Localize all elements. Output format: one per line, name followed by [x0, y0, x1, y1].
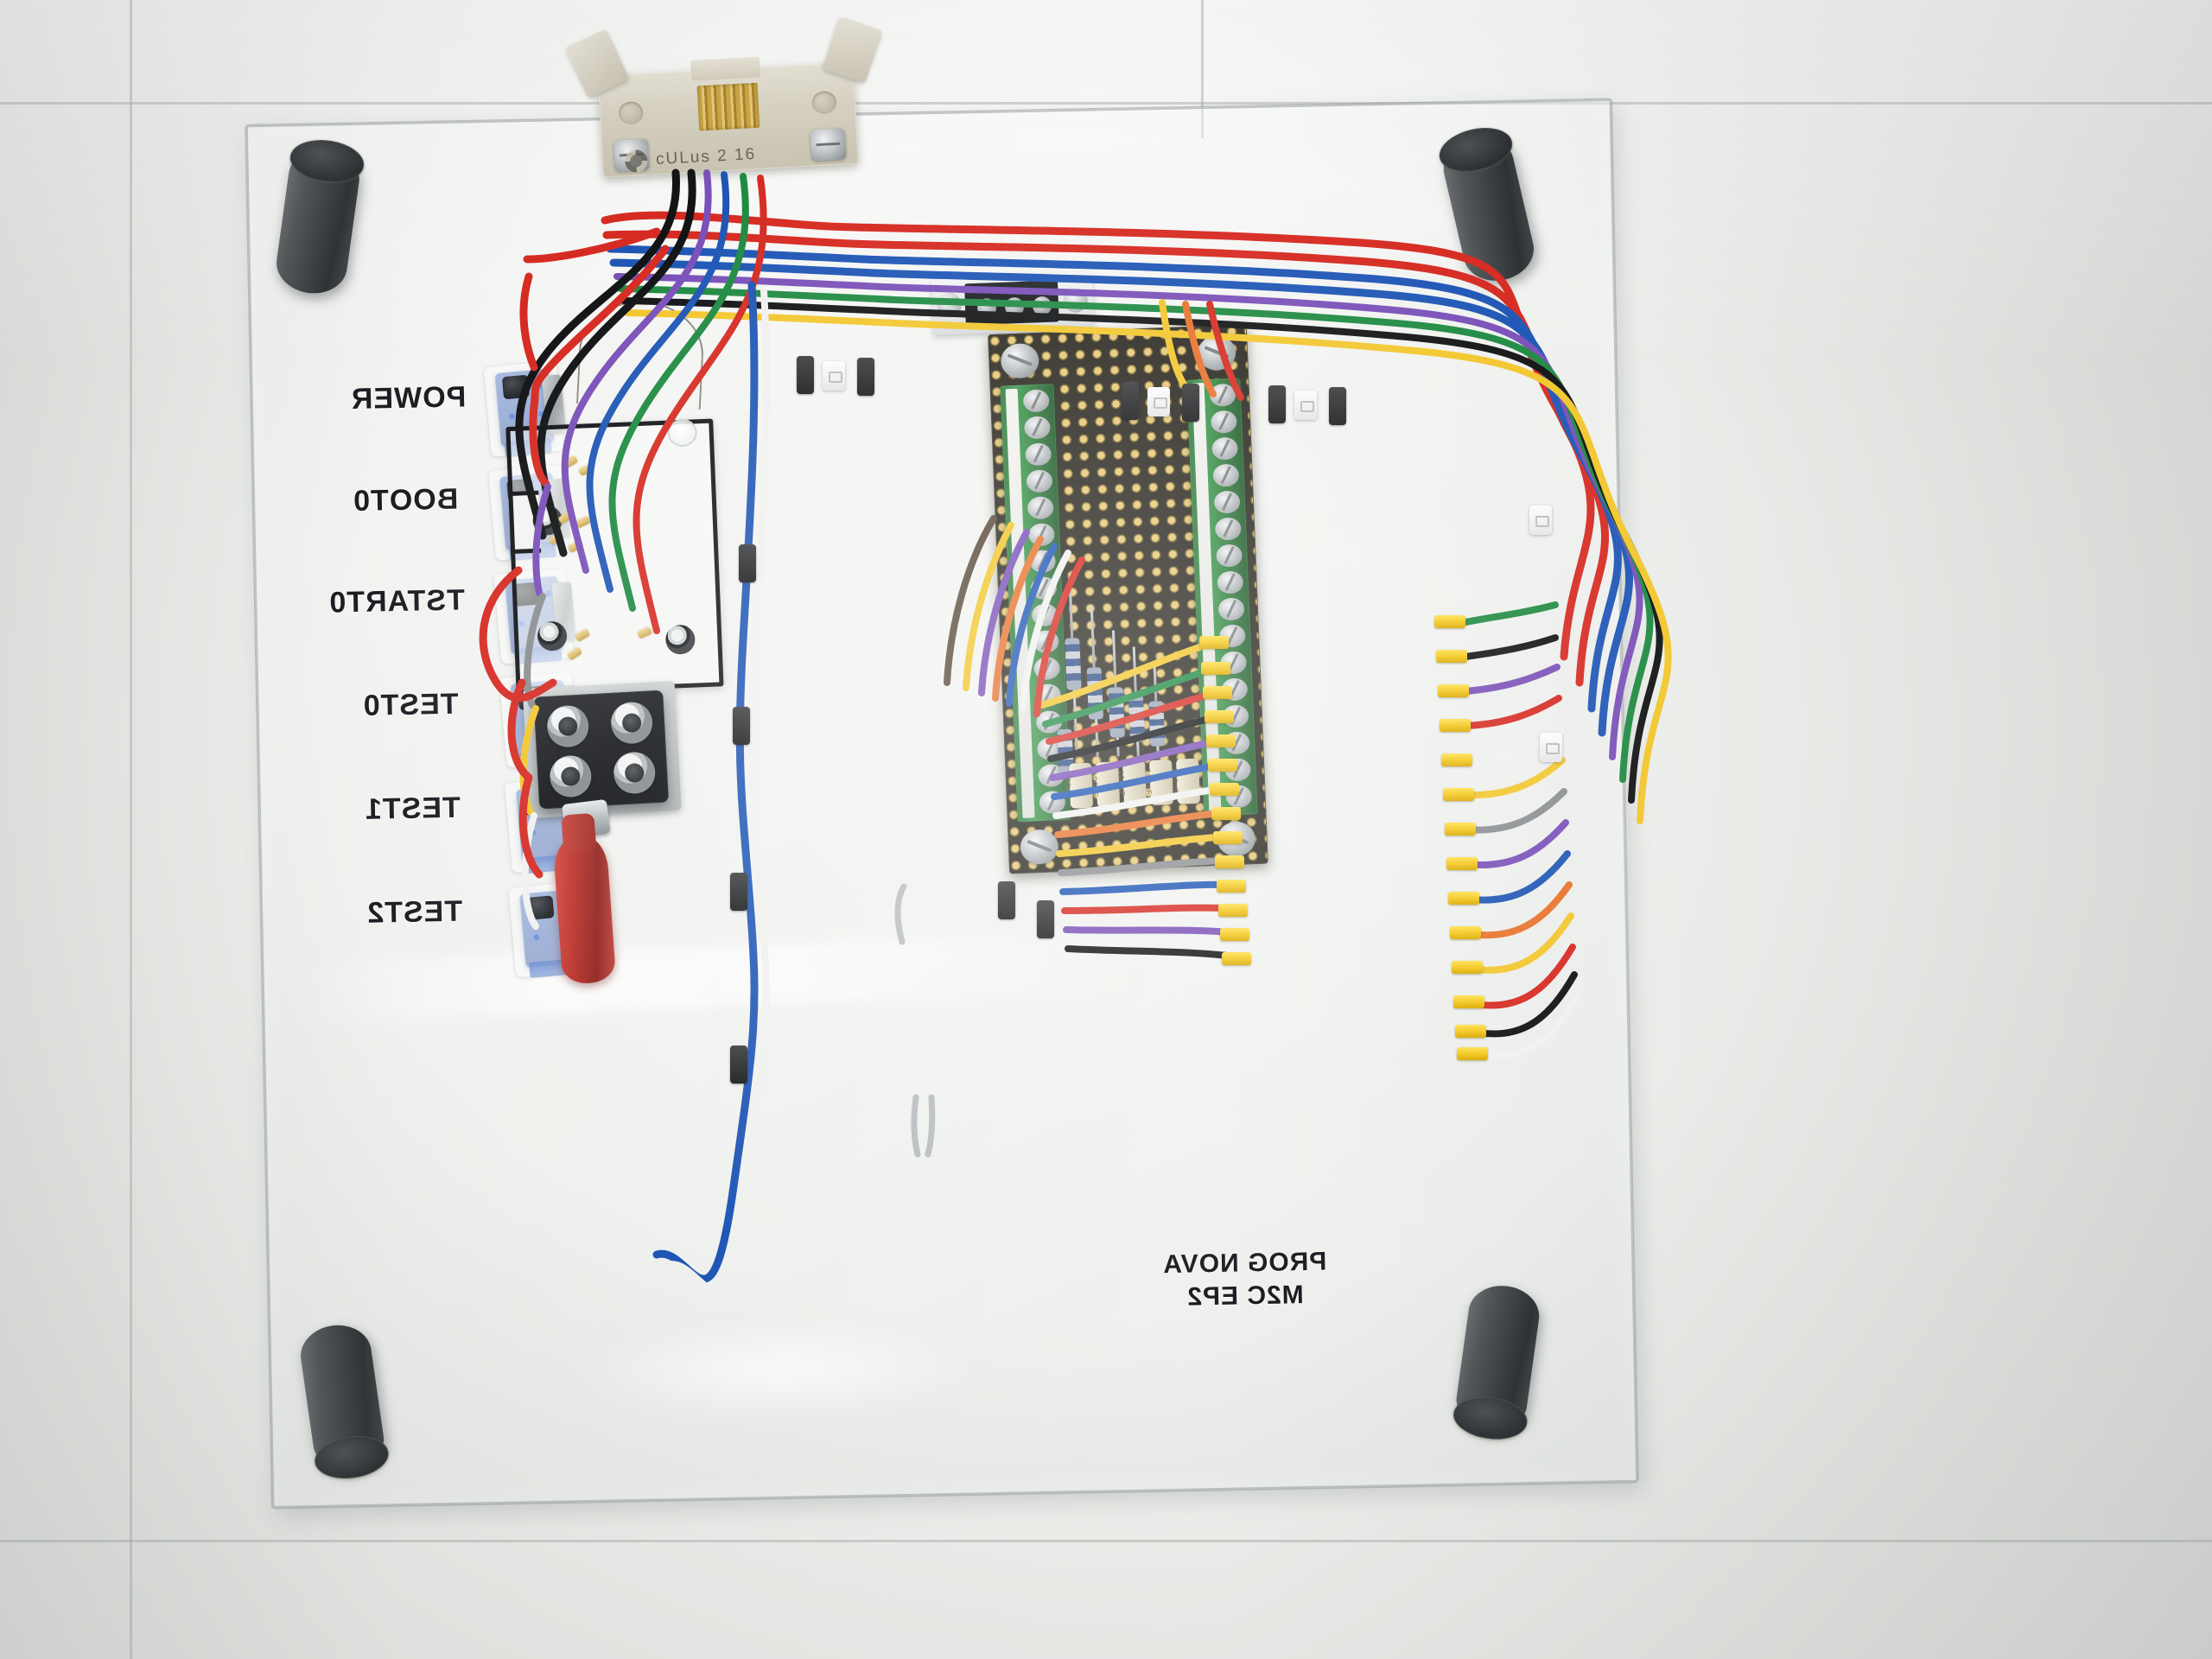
resistor-4	[1128, 695, 1146, 742]
zip-tie-11	[998, 881, 1015, 919]
capacitor-5: 100nF	[1170, 758, 1201, 804]
idc-pin-field	[696, 82, 760, 131]
table-seam-top	[0, 102, 2212, 105]
idc-header-connector[interactable]: cULus 2 16	[564, 16, 883, 178]
acrylic-plate: POWER BOOT0 TSTART0 TEST0 TEST1 TEST2 PR…	[245, 16, 1638, 1509]
cable-clip-1	[823, 361, 845, 391]
label-tstart0: TSTART0	[328, 583, 466, 620]
perfboard-screw-tl[interactable]	[1000, 342, 1040, 379]
zip-tie-4	[1182, 384, 1199, 422]
resistor-1	[1065, 638, 1082, 690]
zip-tie-8	[733, 707, 750, 745]
capacitor-1: 100nF	[1063, 762, 1094, 809]
label-power: POWER	[350, 380, 467, 416]
zip-tie-9	[730, 873, 747, 911]
capacitor-4: 100nF	[1143, 759, 1174, 805]
zip-tie-3	[1122, 382, 1139, 420]
terminal-block-right[interactable]	[1186, 378, 1258, 817]
center-pcb	[505, 418, 724, 695]
cable-clip-2	[1147, 387, 1170, 416]
label-test2: TEST2	[365, 894, 463, 930]
idc-screw-right[interactable]	[810, 128, 847, 162]
capacitor-2: 100nF	[1090, 761, 1121, 808]
label-boot0: BOOT0	[352, 482, 459, 518]
idc-marking-text: cULus 2 16	[655, 144, 757, 169]
table-seam-left	[130, 0, 132, 1659]
label-test1: TEST1	[364, 791, 461, 826]
capacitor-3: 100nF	[1116, 760, 1147, 807]
plate-glare-2	[569, 1314, 982, 1427]
table-seam-upper	[1201, 0, 1204, 138]
table-seam-bottom	[0, 1540, 2212, 1542]
brand-line-2: M2C EP2	[1186, 1281, 1305, 1312]
pcb-clear-washer	[667, 418, 698, 448]
pcb-hole-1	[532, 505, 563, 536]
zip-tie-7	[739, 544, 756, 582]
zip-tie-6	[1329, 387, 1346, 425]
bolt-top-right[interactable]	[609, 701, 654, 745]
zip-tie-2	[857, 358, 874, 396]
resistor-3	[1108, 687, 1125, 738]
cable-clip-3	[1294, 391, 1317, 420]
zip-tie-5	[1268, 385, 1286, 423]
pcb-hole-3	[664, 624, 696, 655]
zip-tie-12	[1037, 900, 1054, 938]
resistor-2	[1086, 667, 1104, 720]
cable-clip-4	[1529, 505, 1552, 535]
bolt-bottom-right[interactable]	[612, 751, 657, 795]
zip-tie-1	[797, 356, 814, 394]
perfboard-screw-tr[interactable]	[1197, 334, 1236, 372]
bolt-block	[533, 690, 670, 810]
zip-tie-10	[730, 1046, 747, 1084]
bolt-bottom-left[interactable]	[549, 754, 593, 798]
terminal-strip[interactable]	[931, 271, 1095, 335]
resistor-5	[1148, 701, 1166, 747]
pcb-hole-2	[537, 620, 568, 652]
bolt-top-left[interactable]	[545, 704, 590, 748]
perfboard-screw-bl[interactable]	[1020, 829, 1059, 866]
label-test0: TEST0	[362, 687, 459, 722]
cable-clip-5	[1540, 733, 1562, 762]
brand-line-1: PROG NOVA	[1161, 1247, 1327, 1280]
